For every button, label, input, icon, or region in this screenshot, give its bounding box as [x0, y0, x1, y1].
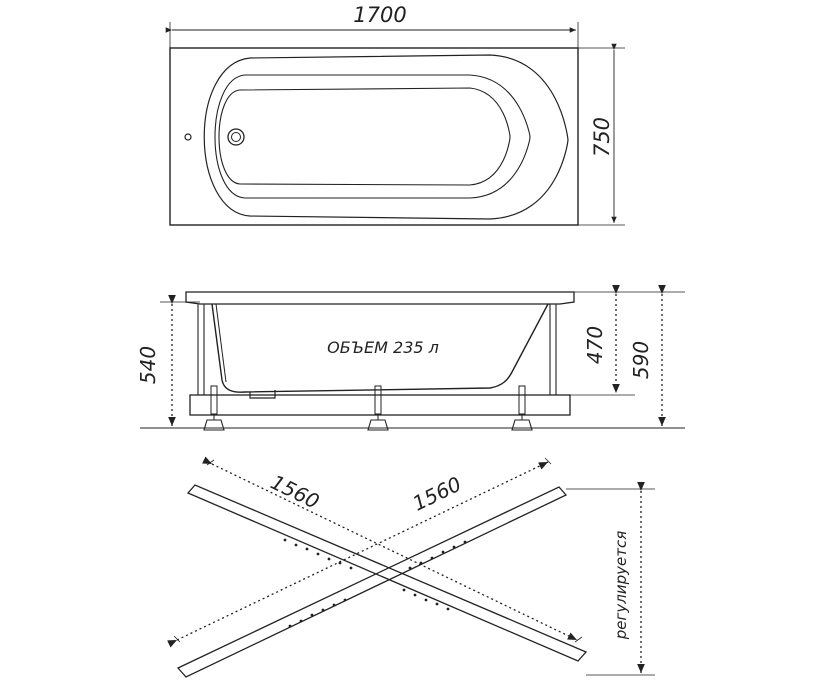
- adjustable-leg: [367, 385, 389, 431]
- adjustable-dimension: регулируется: [566, 481, 655, 676]
- diagonal-value-1: 1560: [267, 470, 323, 514]
- total-height-dimension: 590: [629, 284, 666, 426]
- overflow-icon: [184, 133, 192, 141]
- tub-rim-outline: [169, 47, 579, 226]
- tub-body: [211, 303, 549, 393]
- width-dimension: 750: [578, 43, 625, 226]
- top-view: 1700 750: [165, 3, 625, 226]
- volume-label: ОБЪЕМ 235 л: [327, 338, 439, 357]
- total-height-value: 590: [629, 341, 653, 379]
- diagonal-dimension-1: 1560: [202, 456, 583, 643]
- diagonal-value-2: 1560: [409, 472, 465, 516]
- frame-bar-holes: [283, 538, 467, 628]
- side-view: ОБЪЕМ 235 л 540 470 590: [136, 284, 685, 431]
- length-value: 1700: [353, 3, 406, 27]
- tub-depth-value: 470: [583, 326, 607, 364]
- support-frame-bar: [189, 394, 571, 416]
- tub-rim: [185, 291, 575, 305]
- frame-bar-2: [176, 486, 568, 678]
- tub-bottom-contour: [214, 74, 531, 199]
- adjustable-leg: [511, 385, 533, 431]
- tub-inner-contour: [203, 54, 569, 220]
- leg-height-value: 540: [136, 346, 160, 384]
- width-value: 750: [590, 117, 614, 157]
- diagonal-dimension-2: 1560: [167, 457, 552, 648]
- cross-frame-view: 1560 1560 регулируется: [167, 456, 655, 678]
- tub-depth-dimension: 470: [583, 284, 620, 393]
- adjustable-leg: [203, 385, 225, 431]
- tub-floor-contour: [218, 87, 511, 186]
- length-dimension: 1700: [165, 3, 579, 48]
- leg-height-dimension: 540: [136, 294, 176, 426]
- drain-icon: [227, 128, 245, 146]
- adjustable-label: регулируется: [612, 531, 630, 640]
